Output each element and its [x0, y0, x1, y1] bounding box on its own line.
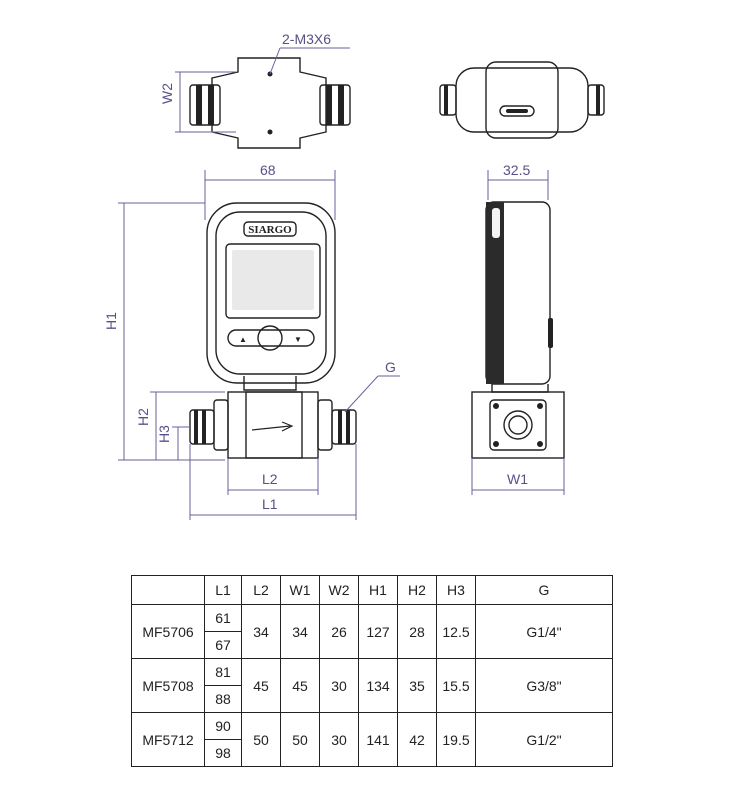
- l1-cell: 81: [204, 658, 242, 686]
- table-header: G: [475, 575, 613, 605]
- g-cell: G3/8": [475, 658, 613, 713]
- l1-cell: 98: [204, 739, 242, 767]
- mode-key: M: [264, 331, 276, 346]
- side-view: 32.5 W1: [471, 162, 565, 495]
- table-header: L2: [241, 575, 281, 605]
- h1-cell: 134: [358, 658, 398, 713]
- l1-cell: 67: [204, 631, 242, 659]
- table-header-row: L1 L2 W1 W2 H1 H2 H3 G: [131, 575, 613, 605]
- table-header: W2: [319, 575, 359, 605]
- h3-cell: 19.5: [436, 712, 476, 767]
- model-cell: MF5706: [131, 604, 205, 659]
- l1-cell: 88: [204, 685, 242, 713]
- table-header: L1: [204, 575, 242, 605]
- table-row: 98: [132, 739, 613, 767]
- w1-cell: 45: [280, 658, 320, 713]
- thread-note-label: 2-M3X6: [282, 31, 331, 47]
- depth-label: 32.5: [503, 162, 530, 178]
- table-header: H3: [436, 575, 476, 605]
- specification-table: L1 L2 W1 W2 H1 H2 H3 G MF5706 61 34 34 2…: [131, 575, 613, 767]
- h1-cell: 141: [358, 712, 398, 767]
- width-label: 68: [260, 162, 276, 178]
- g-label: G: [385, 359, 396, 375]
- rear-top-view: [439, 61, 605, 139]
- h2-label: H2: [135, 408, 151, 426]
- table-header: H2: [397, 575, 437, 605]
- g-cell: G1/2": [475, 712, 613, 767]
- h2-cell: 28: [397, 604, 437, 659]
- table-row: MF5708 81 45 45 30 134 35 15.5 G3/8": [131, 658, 613, 713]
- w2-cell: 30: [319, 712, 359, 767]
- brand-logo: SIARGO: [248, 224, 292, 236]
- l1-label: L1: [262, 496, 278, 512]
- w2-label: W2: [159, 83, 175, 104]
- h3-label: H3: [156, 425, 172, 443]
- down-key: ▼: [294, 335, 302, 344]
- w2-cell: 30: [319, 658, 359, 713]
- table-header: H1: [358, 575, 398, 605]
- h3-cell: 15.5: [436, 658, 476, 713]
- w1-cell: 34: [280, 604, 320, 659]
- g-cell: G1/4": [475, 604, 613, 659]
- model-cell: MF5708: [131, 658, 205, 713]
- table-header: W1: [280, 575, 320, 605]
- table-row: 88: [132, 685, 613, 713]
- up-key: ▲: [239, 335, 247, 344]
- l2-cell: 34: [241, 604, 281, 659]
- table-header: [131, 575, 205, 605]
- model-cell: MF5712: [131, 712, 205, 767]
- h1-label: H1: [103, 312, 119, 330]
- table-row: MF5712 90 50 50 30 141 42 19.5 G1/2": [131, 712, 613, 767]
- l1-cell: 90: [204, 712, 242, 740]
- w1-cell: 50: [280, 712, 320, 767]
- l2-cell: 45: [241, 658, 281, 713]
- l2-label: L2: [262, 471, 278, 487]
- front-view: 68 SIARGO M ▲ ▼ G: [103, 162, 400, 520]
- h3-cell: 12.5: [436, 604, 476, 659]
- w2-cell: 26: [319, 604, 359, 659]
- w1-label: W1: [507, 471, 528, 487]
- table-row: MF5706 61 34 34 26 127 28 12.5 G1/4": [131, 604, 613, 659]
- top-view: 2-M3X6 W2: [159, 31, 351, 149]
- h1-cell: 127: [358, 604, 398, 659]
- l1-cell: 61: [204, 604, 242, 632]
- h2-cell: 35: [397, 658, 437, 713]
- h2-cell: 42: [397, 712, 437, 767]
- l2-cell: 50: [241, 712, 281, 767]
